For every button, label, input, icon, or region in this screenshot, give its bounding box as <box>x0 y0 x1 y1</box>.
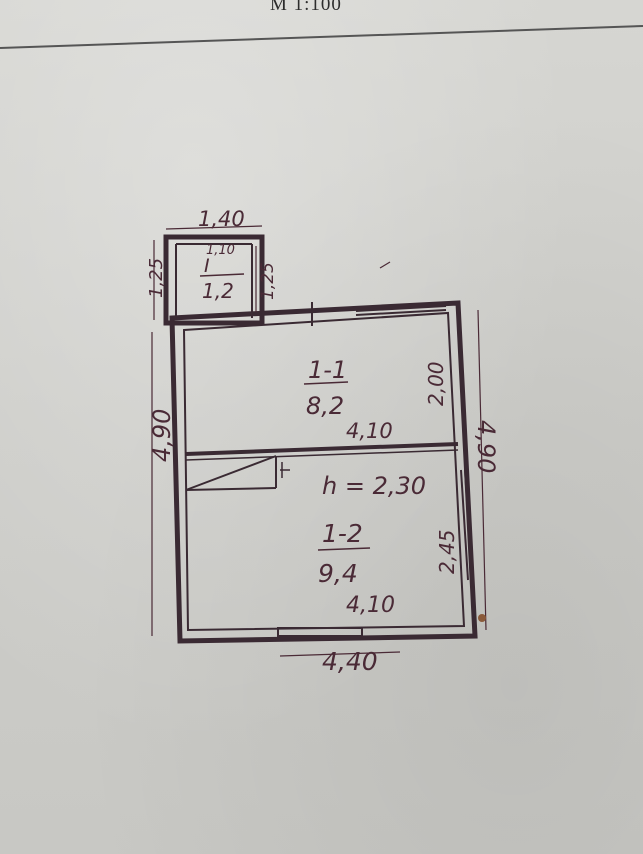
window-bottom <box>277 627 363 637</box>
annex <box>163 234 265 326</box>
dim-partition-width: 4,10 <box>346 419 393 443</box>
dim-bottom-width: 4,40 <box>322 647 378 676</box>
dim-left-side: 4,90 <box>148 409 176 462</box>
ceiling-height: h = 2,30 <box>322 472 426 500</box>
dim-annex-width-inner: 1,10 <box>206 243 235 258</box>
room-annex-area: 1,2 <box>202 279 234 303</box>
room-1-1-area: 8,2 <box>306 392 344 420</box>
room-annex-id: I <box>204 255 210 277</box>
window-right <box>460 469 473 581</box>
stairs <box>185 455 290 491</box>
dimension-ticks <box>151 225 487 657</box>
dim-annex-height-inner: 1,25 <box>258 262 278 300</box>
dim-room-1-2-width: 4,10 <box>346 593 395 618</box>
dim-right-side: 4,90 <box>472 420 500 473</box>
scale-label: М 1:100 <box>270 0 342 15</box>
room-1-2-area: 9,4 <box>318 559 358 588</box>
partition-wall <box>185 442 459 461</box>
room-1-2-id: 1-2 <box>322 519 363 548</box>
dim-annex-height-left: 1,25 <box>146 258 167 298</box>
frame-line-top <box>0 25 643 49</box>
dim-annex-width-top: 1,40 <box>198 207 245 231</box>
paper-mark <box>478 614 486 622</box>
room-1-1-id: 1-1 <box>308 356 347 384</box>
outer-wall <box>169 300 478 644</box>
dim-room-1-1-height: 2,00 <box>424 361 448 406</box>
window-top <box>311 302 447 326</box>
dim-room-1-2-height: 2,45 <box>435 529 459 574</box>
